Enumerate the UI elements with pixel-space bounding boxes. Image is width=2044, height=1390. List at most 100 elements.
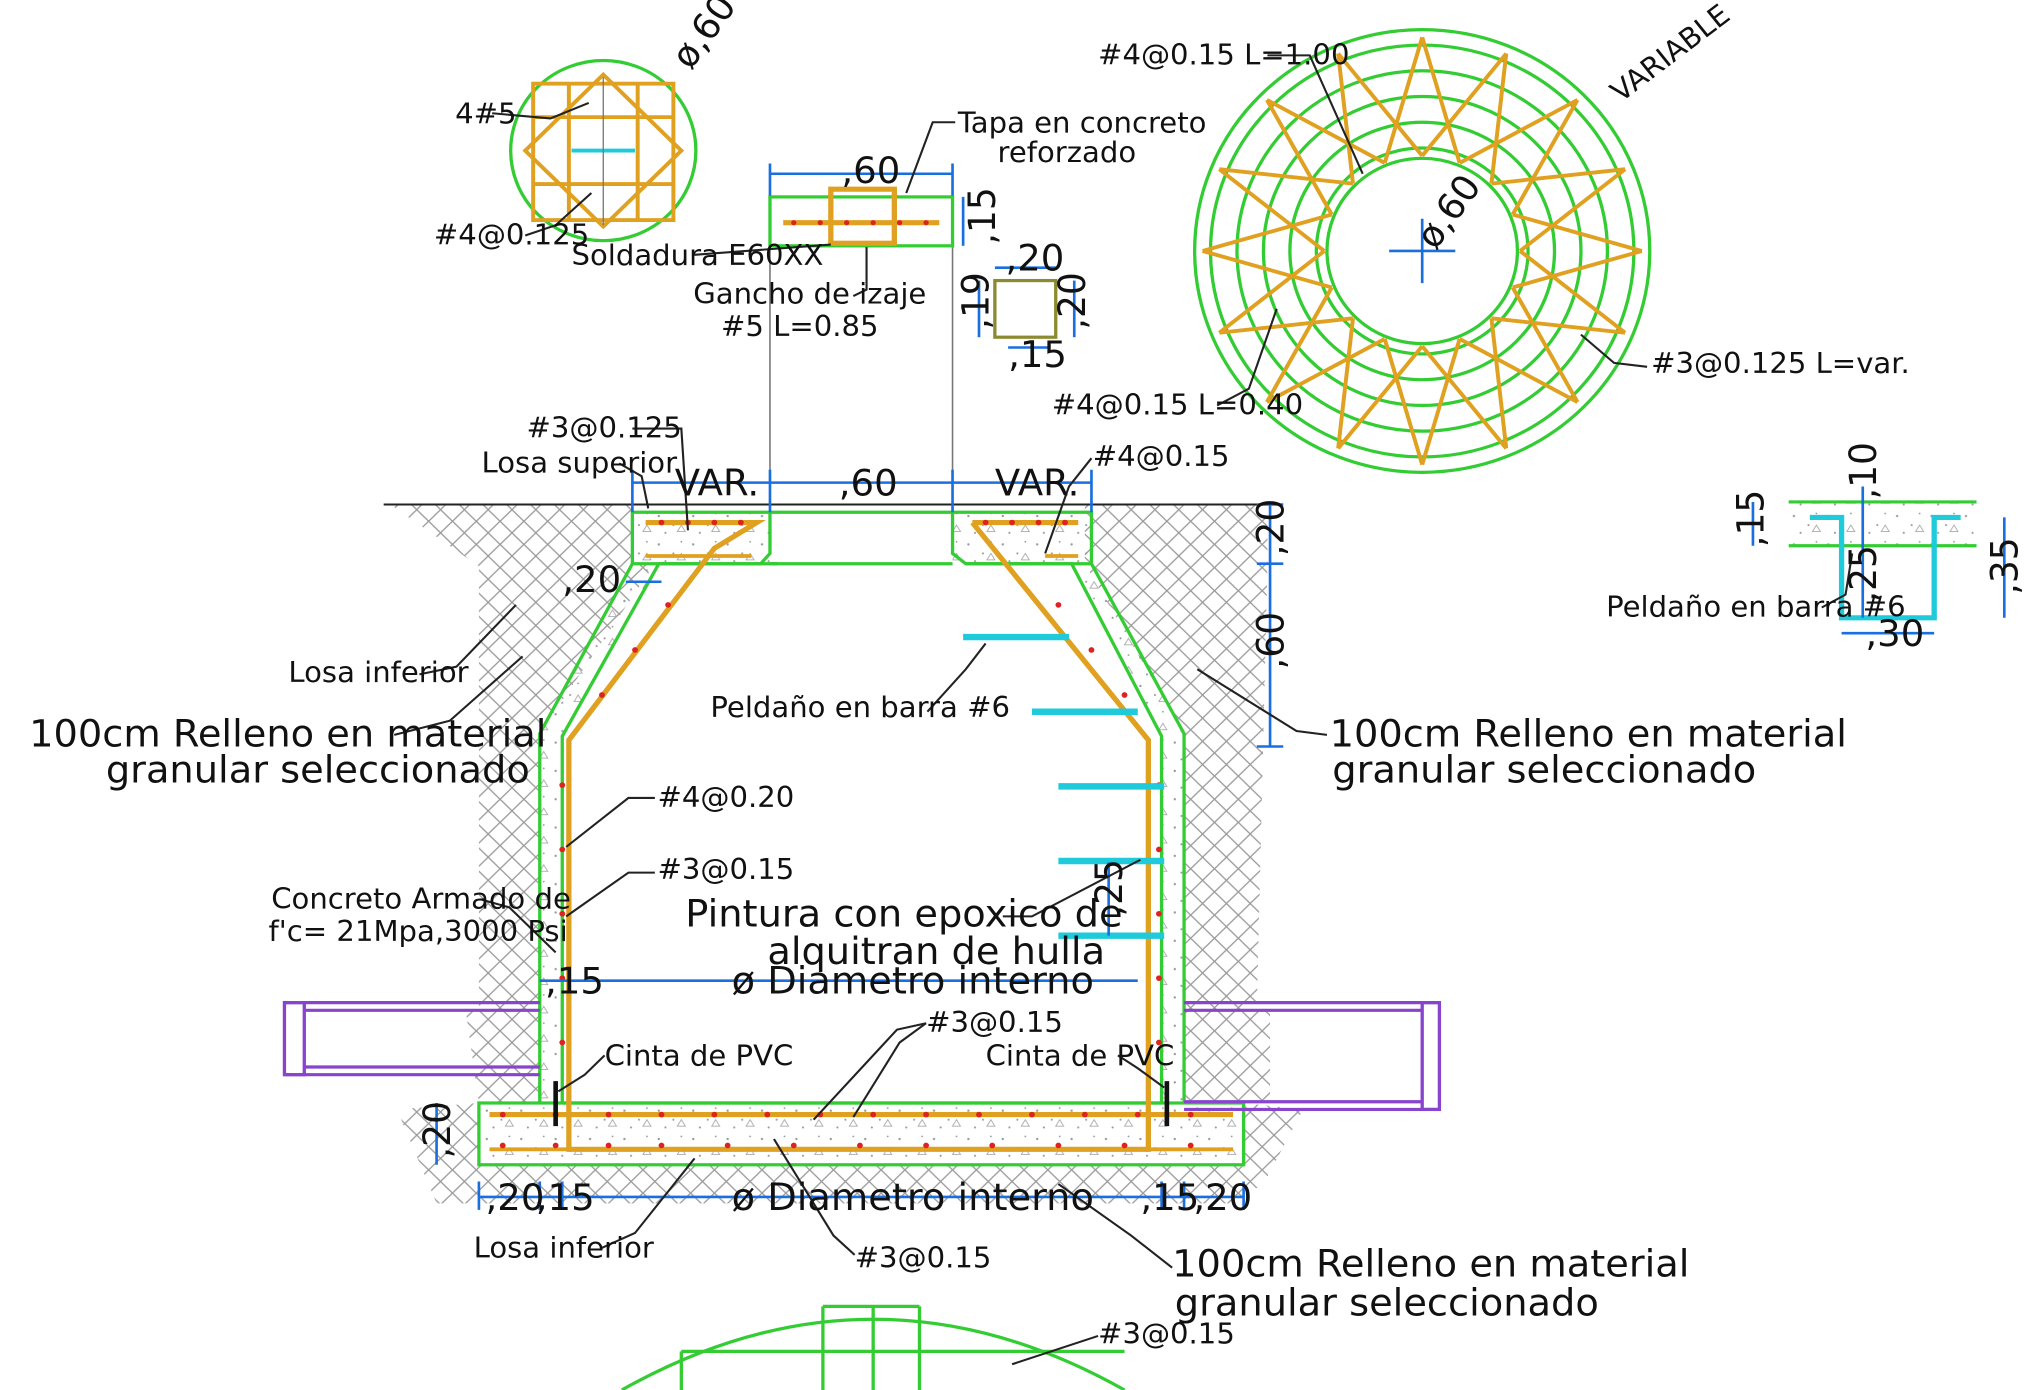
- soil-fill: [383, 503, 1304, 1204]
- ring-rebar: [1512, 212, 1643, 253]
- section-rebar: [489, 519, 1234, 1152]
- slab-ledge-dim: ,20: [562, 559, 621, 601]
- base-rebar-label: #3@0.15: [926, 1006, 1063, 1040]
- ring-rebar: [1518, 167, 1627, 253]
- ring-rebar: [1489, 53, 1509, 184]
- ring-rebar: [1420, 345, 1508, 450]
- ring-rebar: [1202, 212, 1333, 253]
- base-inner-dim: ø Diametro interno: [732, 1175, 1094, 1218]
- ring-rebar: [1458, 98, 1579, 165]
- lower-slab-left-label: Losa inferior: [288, 656, 468, 690]
- top-rebar-label: #3@0.125: [527, 411, 682, 445]
- ring-rebar: [1219, 316, 1354, 335]
- epoxy-label-1: Pintura con epoxico de: [685, 892, 1122, 935]
- ring-rebar: [1491, 167, 1626, 186]
- ring-rebar: [1218, 167, 1326, 253]
- wall-horizontal-label: #3@0.15: [658, 852, 795, 886]
- cone-height-dim: ,60: [1249, 612, 1293, 669]
- ring-rebar: [1489, 318, 1509, 449]
- ring-rebar: [1265, 337, 1386, 404]
- top-slab-label: Losa superior: [482, 446, 678, 480]
- concrete-label-1: Concreto Armado de: [271, 882, 571, 916]
- fill-right-2: granular seleccionado: [1332, 748, 1756, 791]
- lid-detail: [768, 163, 965, 248]
- ring-rebar: [1512, 249, 1643, 290]
- fill-left-2: granular seleccionado: [106, 748, 530, 791]
- circle-stirrups-label: #4@0.125: [434, 218, 589, 252]
- fill-bottom-2: granular seleccionado: [1175, 1281, 1599, 1324]
- ring-rebar: [1202, 249, 1333, 290]
- hook-label-2: #5 L=0.85: [721, 309, 879, 343]
- ring-rebar: [1336, 345, 1424, 450]
- pvc-left-label: Cinta de PVC: [605, 1039, 794, 1073]
- ring-rebar: [1518, 249, 1627, 335]
- circle-bars-label: 4#5: [455, 97, 516, 131]
- bottom-partial-detail: [620, 1304, 1126, 1390]
- manhole-section: [477, 205, 1246, 1167]
- step-slab-dim: ,15: [1729, 490, 1773, 547]
- ring-rebar: [1420, 52, 1508, 157]
- ring-rebar: [1265, 98, 1386, 165]
- ring-rebar: [1510, 286, 1580, 403]
- ring-short-label: #4@0.15 L=0.40: [1052, 388, 1303, 422]
- step-detail: [1751, 486, 2006, 635]
- ring-rebar: [1336, 52, 1424, 157]
- labels: ø,60 4#5 #4@0.125 Tapa en concreto refor…: [29, 0, 2027, 1351]
- hook-right-dim: ,20: [1050, 272, 1094, 329]
- dimension-lines: [435, 469, 1284, 1210]
- section-step-bars: [963, 633, 1165, 939]
- fill-right-1: 100cm Relleno en material: [1330, 712, 1847, 755]
- wall-thickness-dim: ,15: [545, 960, 604, 1002]
- ring-rebar: [1336, 318, 1355, 449]
- ring-rebar: [1219, 167, 1354, 186]
- var-right-dim: VAR.: [995, 462, 1079, 504]
- ring-radial-label: #4@0.15 L=1.00: [1098, 38, 1349, 72]
- base-right-wall-dim: ,15: [1140, 1176, 1199, 1218]
- pipes: [282, 1000, 1442, 1127]
- ring-rebar: [1420, 36, 1462, 164]
- lid-thickness-dim: ,15: [960, 187, 1004, 244]
- hook-left-dim: ,19: [954, 272, 998, 329]
- circle-diameter-label: ø,60: [662, 0, 744, 76]
- fill-left-1: 100cm Relleno en material: [29, 712, 546, 755]
- base-left-wall-dim: ,15: [536, 1176, 595, 1218]
- hook-label-1: Gancho de izaje: [693, 277, 926, 311]
- ring-outer-label: VARIABLE: [1604, 0, 1736, 108]
- step-depth-dim: ,25: [1842, 545, 1886, 602]
- wall-vertical-label: #4@0.20: [658, 780, 795, 814]
- fill-bottom-1: 100cm Relleno en material: [1172, 1242, 1689, 1285]
- hook-top-dim: ,20: [1005, 237, 1064, 279]
- lid-width-dim: ,60: [841, 149, 900, 191]
- var-left-dim: VAR.: [675, 462, 759, 504]
- ring-rebar: [1510, 98, 1580, 216]
- weld-label: Soldadura E60XX: [572, 239, 824, 273]
- ring-rebar: [1382, 36, 1425, 164]
- base-bottom-rebar-label: #3@0.15: [855, 1241, 992, 1275]
- ring-rebar: [1458, 337, 1579, 404]
- step-total-dim: ,35: [1983, 537, 2027, 594]
- ring-inner-dim: ø,60: [1407, 167, 1489, 256]
- bottom-rebar-label: #3@0.15: [1098, 1317, 1235, 1351]
- pvc-right-label: Cinta de PVC: [986, 1039, 1175, 1073]
- concrete-label-2: f'c= 21Mpa,3000 Psi: [269, 914, 568, 948]
- base-left-ext-dim: ,20: [486, 1176, 545, 1218]
- top-left-circle-detail: [509, 58, 698, 243]
- ring-rebar: [1218, 249, 1326, 335]
- step-cover-dim: ,10: [1842, 442, 1886, 499]
- epoxy-label-2: alquitran de hulla: [767, 929, 1105, 972]
- inner-diameter-dim: ø Diametro interno: [732, 959, 1094, 1002]
- base-thickness-dim: ,20: [415, 1101, 459, 1158]
- lid-title-1: Tapa en concreto: [957, 106, 1207, 140]
- opening-dim: ,60: [839, 462, 898, 504]
- leader-lines: [393, 54, 1854, 1269]
- ring-bars-label: #3@0.125 L=var.: [1651, 347, 1910, 381]
- hook-bottom-dim: ,15: [1008, 333, 1067, 375]
- ring-rebar: [1382, 338, 1425, 466]
- top-rebar-right-label: #4@0.15: [1093, 439, 1230, 473]
- ring-rebar: [1491, 316, 1626, 335]
- lid-title-2: reforzado: [998, 136, 1137, 170]
- base-right-ext-dim: ,20: [1193, 1176, 1252, 1218]
- step-width-dim: ,30: [1865, 613, 1924, 655]
- step-spacing-dim: ,25: [1087, 859, 1131, 916]
